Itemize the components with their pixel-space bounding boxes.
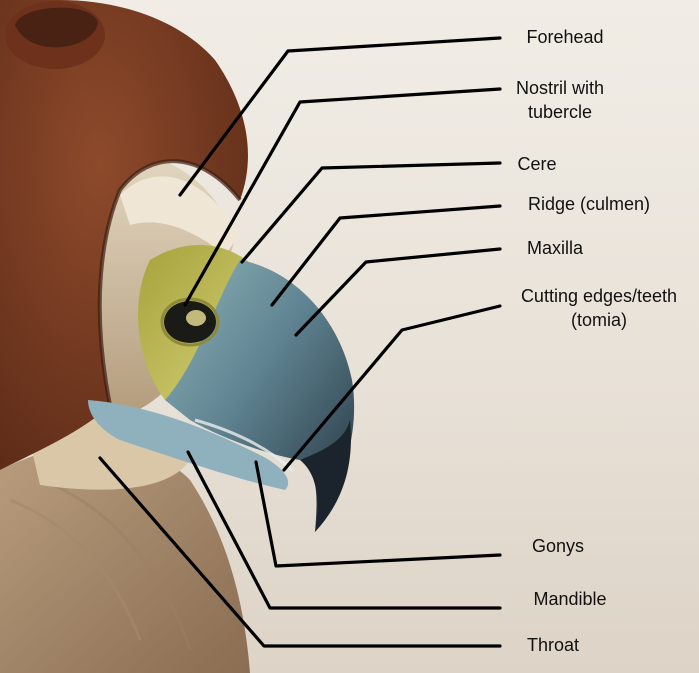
label-mandible: Mandible (533, 589, 607, 609)
leader-line-mandible (186, 450, 502, 610)
eye-highlight (186, 310, 206, 326)
feather-streak (39, 478, 192, 651)
label-cere: Cere (517, 154, 557, 174)
hood-topknot-shadow (15, 7, 98, 48)
forehead-feathers (120, 176, 240, 255)
feather-streak (9, 498, 142, 641)
tomia-edge (194, 418, 294, 472)
beak-mandible (88, 400, 289, 490)
body-feathers (0, 444, 250, 673)
leader-line-maxilla (294, 247, 502, 337)
label-forehead: Forehead (526, 27, 604, 47)
leader-line-cere (240, 161, 502, 264)
leader-line-tomia (282, 304, 502, 472)
beak-hook-tip (300, 420, 351, 532)
leader-line-nostril (183, 87, 502, 307)
leader-line-ridge (270, 204, 502, 307)
leader-line-gonys (254, 460, 502, 568)
leader-line-throat (98, 456, 502, 648)
label-gonys: Gonys (531, 536, 585, 556)
leader-line-forehead (178, 36, 502, 197)
hood-edge (97, 159, 242, 406)
label-throat: Throat (526, 635, 580, 655)
label-tomia: Cutting edges/teeth (tomia) (520, 286, 678, 330)
label-ridge: Ridge (culmen) (527, 194, 651, 214)
label-nostril: Nostril with tubercle (515, 78, 604, 122)
leader-lines (98, 36, 502, 648)
label-maxilla: Maxilla (526, 238, 583, 258)
leather-hood (0, 0, 248, 470)
